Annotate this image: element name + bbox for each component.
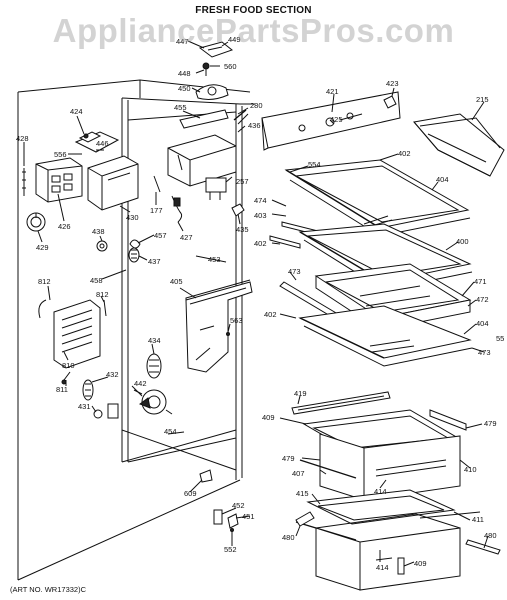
evaporator-cover [38, 299, 107, 385]
fan-motor [133, 353, 173, 415]
callout-label: 811 [56, 385, 68, 394]
callout-label: 552 [224, 545, 237, 554]
electrical-parts [153, 175, 245, 223]
control-housing [167, 109, 249, 187]
callout-label: 471 [474, 277, 487, 286]
callout-label: 410 [464, 465, 477, 474]
light-housing [87, 155, 139, 211]
callout-label: 437 [148, 257, 161, 266]
callout-label: 402 [254, 239, 267, 248]
callout-label: 450 [178, 84, 191, 93]
callout-label: 480 [282, 533, 295, 542]
callout-label: 447 [176, 37, 189, 46]
callout-label: 442 [134, 379, 147, 388]
callout-label: 556 [54, 150, 67, 159]
control-knob-parts [195, 41, 234, 100]
air-duct [185, 279, 253, 373]
crisper-pan-upper [299, 409, 461, 501]
callout-label: 423 [386, 79, 399, 88]
callout-label: 560 [224, 62, 237, 71]
callout-label: 451 [242, 512, 255, 521]
callout-label: 400 [456, 237, 469, 246]
callout-label: 554 [308, 160, 321, 169]
callout-label: 403 [254, 211, 267, 220]
rear-trim-panel [261, 91, 401, 151]
callout-label: 479 [282, 454, 295, 463]
light-socket-parts [96, 239, 141, 263]
callout-label: 448 [178, 69, 191, 78]
callout-label: 457 [154, 231, 167, 240]
callout-label: 430 [126, 213, 139, 222]
hinge-parts [213, 509, 239, 540]
callout-label: 421 [326, 87, 339, 96]
callout-label: 414 [374, 487, 387, 496]
callout-label: 280 [250, 101, 263, 110]
snack-pan [413, 113, 505, 177]
callout-label: 419 [294, 389, 307, 398]
callout-label: 435 [236, 225, 249, 234]
callout-label: 424 [70, 107, 83, 116]
callout-label: 479 [484, 419, 497, 428]
callout-label: 563 [230, 316, 243, 325]
crisper-cover-rail [291, 391, 391, 415]
callout-label: 409 [414, 559, 427, 568]
thermostat-box [22, 157, 83, 203]
callout-label: 425 [330, 115, 343, 124]
callout-label: 473 [288, 267, 301, 276]
callout-label: 812 [96, 290, 109, 299]
callout-label: 404 [436, 175, 449, 184]
callout-label: 810 [62, 361, 75, 370]
callout-label: 429 [36, 243, 49, 252]
callout-label: 436 [248, 121, 261, 130]
callout-label: 55 [496, 334, 504, 343]
callout-label: 472 [476, 295, 489, 304]
callout-label: 177 [150, 206, 163, 215]
callout-label: 473 [478, 348, 491, 357]
callout-label: 402 [398, 149, 411, 158]
callout-label: 455 [174, 103, 187, 112]
callout-label: 404 [476, 319, 489, 328]
art-number: (ART NO. WR17332)C [10, 585, 86, 594]
callout-label: 257 [236, 177, 249, 186]
damper-assembly [74, 131, 120, 153]
crisper-pan-lower [315, 513, 461, 591]
callout-label: 453 [208, 255, 221, 264]
callout-label: 215 [476, 95, 489, 104]
callout-label: 427 [180, 233, 193, 242]
callout-label: 432 [106, 370, 119, 379]
shelf-lower [298, 305, 473, 367]
callout-label: 414 [376, 563, 389, 572]
callout-label: 415 [296, 489, 309, 498]
callout-labels: 447 449 560 448 450 280 455 436 424 428 … [16, 35, 504, 572]
crisper-slides-lower [295, 511, 501, 555]
callout-label: 438 [92, 227, 105, 236]
callout-label: 431 [78, 402, 91, 411]
control-knob [26, 212, 46, 232]
crisper-slide-right [429, 409, 467, 431]
callout-label: 474 [254, 196, 267, 205]
crisper-cover-lower [295, 489, 481, 541]
callout-label: 609 [184, 489, 197, 498]
callout-label: 446 [96, 139, 109, 148]
callout-label: 405 [170, 277, 183, 286]
callout-label: 426 [58, 222, 71, 231]
callout-label: 454 [164, 427, 177, 436]
light-bulb [82, 379, 119, 419]
leader-lines [23, 40, 489, 567]
callout-label: 428 [16, 134, 29, 143]
callout-label: 449 [228, 35, 241, 44]
callout-label: 402 [264, 310, 277, 319]
door-bracket [199, 469, 213, 483]
callout-label: 409 [262, 413, 275, 422]
callout-label: 480 [484, 531, 497, 540]
callout-label: 458 [90, 276, 103, 285]
callout-label: 452 [232, 501, 245, 510]
callout-label: 411 [472, 515, 484, 524]
callout-label: 812 [38, 277, 51, 286]
callout-label: 407 [292, 469, 305, 478]
diagram-title: FRESH FOOD SECTION [195, 5, 312, 16]
callout-label: 434 [148, 336, 161, 345]
